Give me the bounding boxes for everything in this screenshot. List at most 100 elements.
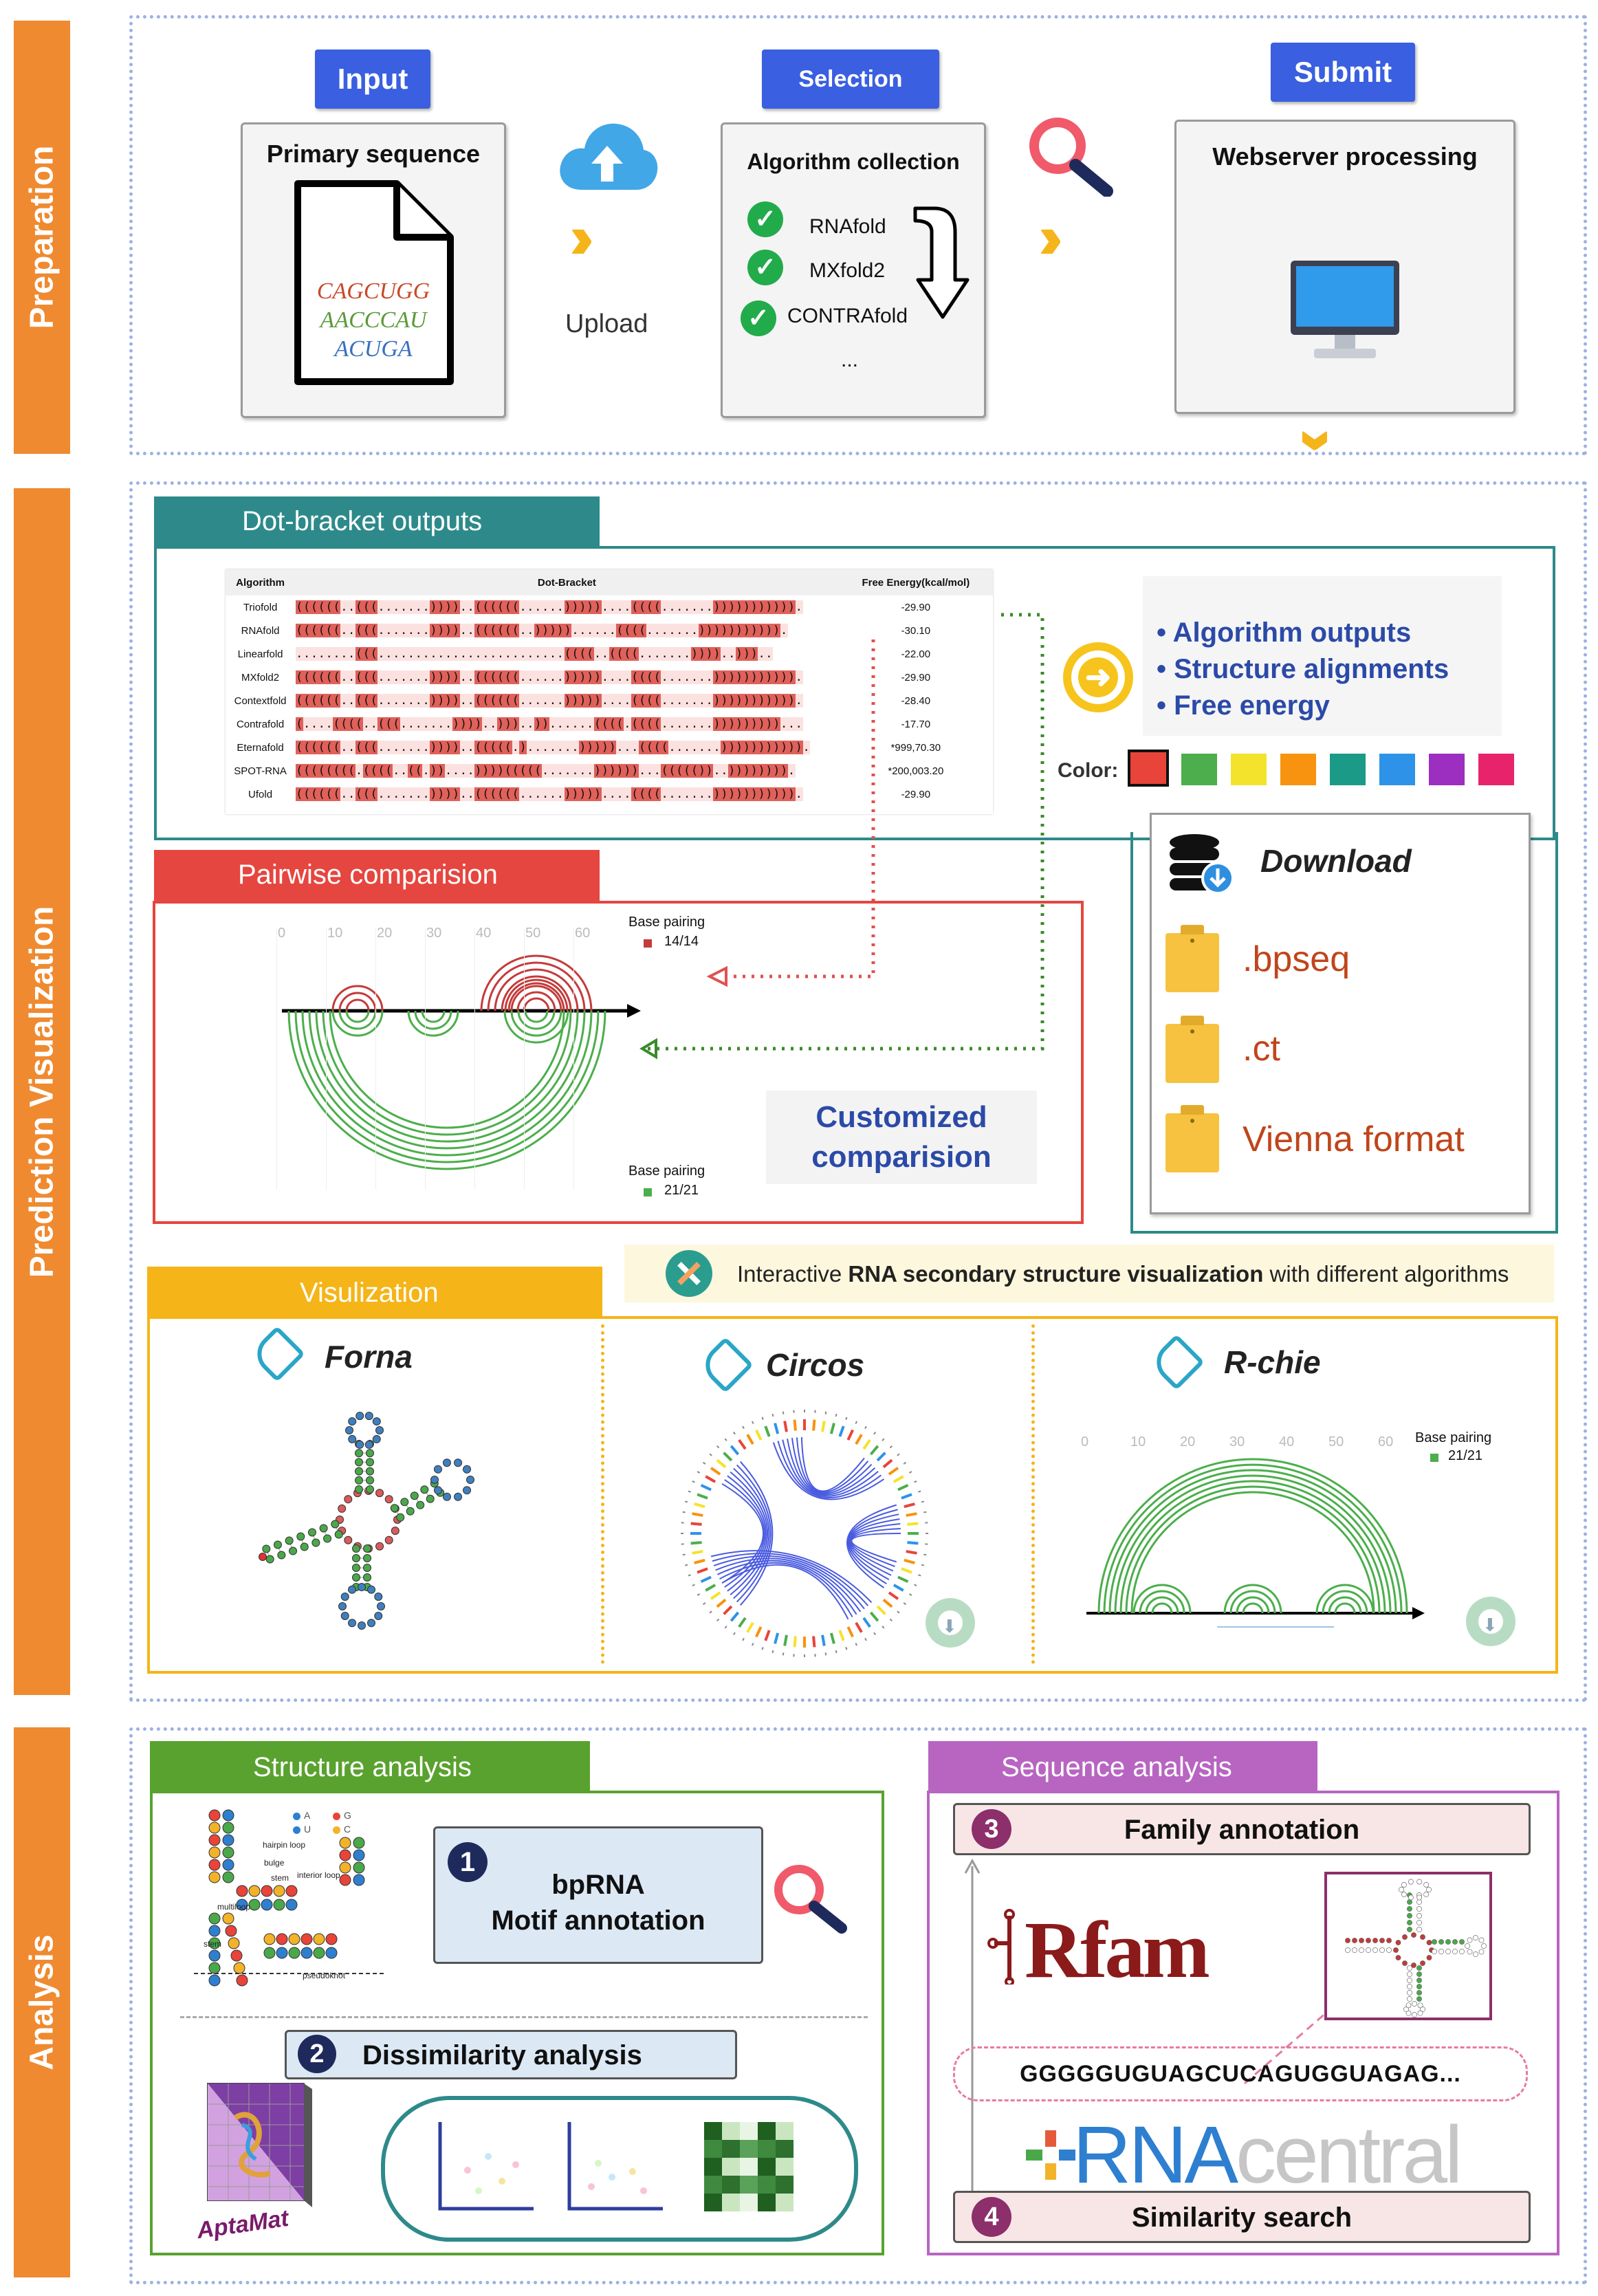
nucleotide — [338, 1602, 347, 1610]
nucleotide — [1478, 1937, 1485, 1943]
nucleotide — [1386, 1947, 1392, 1953]
nucleotide — [1403, 2007, 1409, 2012]
structure-analysis-tab[interactable]: Structure analysis — [150, 1741, 590, 1792]
table-row[interactable]: SPOT-RNA((((((((.((((..((.))....))))((((… — [226, 759, 993, 783]
download-circle-icon[interactable]: ⬇ — [1466, 1597, 1515, 1646]
table-row[interactable]: Contextfold((((((..(((.......))))..(((((… — [226, 689, 993, 712]
circos-tick — [746, 1621, 754, 1633]
dot-bracket-cell: ((((((..(((.......))))..(((((.).......))… — [296, 741, 811, 754]
nucleotide — [208, 1834, 221, 1846]
divider — [1031, 1324, 1035, 1664]
circos-tick — [705, 1475, 716, 1483]
rfam-logo-icon — [987, 1909, 1015, 1985]
nucleotide — [1452, 1939, 1458, 1945]
nucleotide — [1416, 1971, 1422, 1977]
color-swatch[interactable] — [1478, 754, 1514, 785]
base-pair-arc — [1139, 1590, 1185, 1614]
similarity-search-box[interactable]: 4 Similarity search — [953, 2191, 1531, 2243]
table-row[interactable]: Triofold((((((..(((.......))))..((((((..… — [226, 595, 993, 619]
search-icon — [1029, 118, 1113, 197]
circos-chord — [739, 1461, 774, 1606]
nucleotide — [463, 1486, 472, 1495]
selection-button[interactable]: Selection — [762, 50, 939, 109]
nucleotide — [366, 1485, 374, 1494]
nucleotide — [1359, 1947, 1364, 1953]
folder-icon — [1165, 1105, 1219, 1172]
customized-label: Customized — [816, 1100, 987, 1134]
nucleotide — [1407, 1899, 1412, 1905]
sequence-analysis-frame — [927, 1791, 1559, 2255]
dot-bracket-cell: ........(((.........................((((… — [296, 647, 774, 661]
table-row[interactable]: Eternafold((((((..(((.......))))..(((((.… — [226, 736, 993, 759]
color-swatch[interactable] — [1429, 754, 1465, 785]
base-pair-arc — [487, 961, 586, 1012]
bprna-motif-diagram — [194, 1809, 386, 1987]
nucleotide — [273, 1885, 285, 1897]
color-swatch[interactable] — [1181, 754, 1217, 785]
sequence-box[interactable]: GGGGGUGUAGCUCAGUGGUAGAG... — [953, 2046, 1528, 2101]
check-icon[interactable]: ✓ — [747, 250, 783, 285]
circos-chord — [713, 1555, 865, 1610]
arrow-right-circle-icon[interactable]: ➜ — [1063, 642, 1133, 712]
nucleotide — [313, 1933, 325, 1945]
pairwise-tab[interactable]: Pairwise comparision — [154, 850, 600, 901]
bprna-motif-box[interactable]: 1 bpRNA Motif annotation — [433, 1826, 763, 1964]
visualization-tab[interactable]: Visulization — [147, 1267, 602, 1318]
algorithm-cell: Ufold — [248, 788, 273, 800]
table-row[interactable]: Contrafold(....((((..(((.......))))..)))… — [226, 712, 993, 736]
nucleotide — [1405, 2002, 1412, 2009]
circos-tick — [888, 1467, 899, 1476]
color-swatch[interactable] — [1231, 754, 1267, 785]
base-pair-arc — [345, 1010, 370, 1023]
download-circle-icon[interactable]: ⬇ — [926, 1598, 975, 1648]
nucleotide — [1432, 1939, 1437, 1945]
nucleotide — [222, 1846, 234, 1859]
circos-tick — [700, 1484, 712, 1491]
bprna-label: bpRNA — [551, 1870, 645, 1900]
similarity-search-label: Similarity search — [1131, 2202, 1353, 2233]
visualization-banner-text: Interactive RNA secondary structure visu… — [737, 1261, 1509, 1287]
section-preparation: Preparation — [14, 21, 70, 454]
circos-tick — [710, 1467, 721, 1476]
nucleotide — [236, 1974, 248, 1987]
circos-tick — [783, 1421, 788, 1432]
dissimilarity-box[interactable]: 2 Dissimilarity analysis — [285, 2030, 737, 2079]
circos-tick — [829, 1423, 835, 1434]
family-annotation-box[interactable]: 3 Family annotation — [953, 1803, 1531, 1855]
nucleotide — [263, 1947, 276, 1959]
nucleotide — [265, 1555, 274, 1564]
table-row[interactable]: Linearfold........(((...................… — [226, 642, 993, 666]
base-pair-arc — [1334, 1602, 1356, 1614]
check-icon[interactable]: ✓ — [747, 201, 783, 237]
nucleotide — [355, 1485, 363, 1494]
table-row[interactable]: MXfold2((((((..(((.......))))..((((((...… — [226, 666, 993, 689]
base-legend-dot — [293, 1826, 300, 1834]
nucleotide — [340, 1593, 349, 1601]
sequence-analysis-tab[interactable]: Sequence analysis — [928, 1741, 1317, 1792]
database-download-icon — [1170, 834, 1234, 895]
algorithm-more: ... — [841, 349, 859, 371]
customized-comparison-box[interactable]: Customized comparision — [766, 1091, 1037, 1184]
nucleotide — [1352, 1938, 1357, 1943]
nucleotide — [1465, 1943, 1470, 1949]
color-swatch[interactable] — [1280, 754, 1316, 785]
check-icon[interactable]: ✓ — [741, 300, 776, 336]
table-row[interactable]: Ufold((((((..(((.......))))..((((((.....… — [226, 783, 993, 806]
download-bpseq-link[interactable]: .bpseq — [1243, 939, 1350, 979]
circos-tick — [690, 1541, 702, 1545]
base-pair-arc — [504, 978, 569, 1012]
download-vienna-link[interactable]: Vienna format — [1243, 1119, 1465, 1159]
circos-tick — [869, 1611, 879, 1622]
input-button[interactable]: Input — [315, 50, 430, 109]
submit-button[interactable]: Submit — [1271, 43, 1415, 102]
color-swatch[interactable] — [1128, 750, 1169, 787]
color-swatch[interactable] — [1379, 754, 1415, 785]
dot-bracket-tab[interactable]: Dot-bracket outputs — [154, 496, 600, 547]
table-row[interactable]: RNAfold((((((..(((.......))))..((((((..)… — [226, 619, 993, 642]
download-ct-link[interactable]: .ct — [1243, 1029, 1280, 1069]
color-swatch[interactable] — [1330, 754, 1366, 785]
nucleotide — [1379, 1938, 1385, 1943]
heatmap-cell — [776, 2140, 793, 2158]
nucleotide — [338, 1504, 347, 1513]
step-badge: 3 — [972, 1809, 1011, 1849]
